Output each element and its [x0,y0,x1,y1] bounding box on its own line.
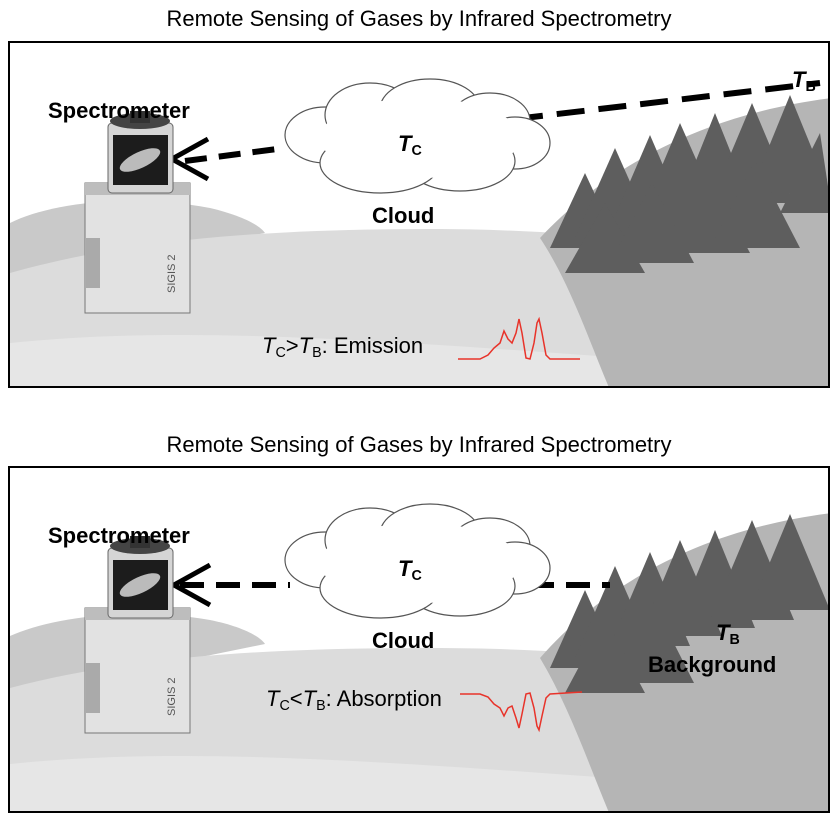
spectrometer-instrument: SIGIS 2 [84,536,191,734]
emission-spectrum [458,316,580,360]
panel-title: Remote Sensing of Gases by Infrared Spec… [166,6,672,31]
cloud-label: Cloud [372,203,435,228]
forest [550,514,828,693]
spectrometer-label: Spectrometer [48,98,190,123]
absorption-spectrum [460,691,583,733]
scene-illustration: SIGIS 2 [10,78,828,386]
spectrometer-label: Spectrometer [48,523,190,548]
cloud [284,78,551,194]
spectrometer-instrument: SIGIS 2 [84,111,191,314]
background-temperature: TB [716,620,740,648]
panel-title: Remote Sensing of Gases by Infrared Spec… [166,432,672,457]
forest [550,95,828,273]
cloud [284,503,551,619]
condition-label: TC<TB: Absorption [266,686,442,714]
cloud-temperature: TC [398,131,422,159]
cloud-label: Cloud [372,628,435,653]
scene-illustration: SIGIS 2 [10,503,828,811]
absorption-panel: SIGIS 2 Spectrometer TC Cloud TB Backgro… [8,466,830,813]
svg-text:SIGIS 2: SIGIS 2 [166,677,178,716]
line-of-sight [184,145,286,164]
svg-text:SIGIS 2: SIGIS 2 [166,254,178,293]
background-label: Background [648,652,777,677]
background-temperature: TB [792,67,816,95]
condition-label: TC>TB: Emission [262,333,424,361]
emission-panel: SIGIS 2 Spectrometer TC Cloud TB TC>TB: … [8,41,830,388]
cloud-temperature: TC [398,556,422,584]
arrowhead [168,562,212,608]
